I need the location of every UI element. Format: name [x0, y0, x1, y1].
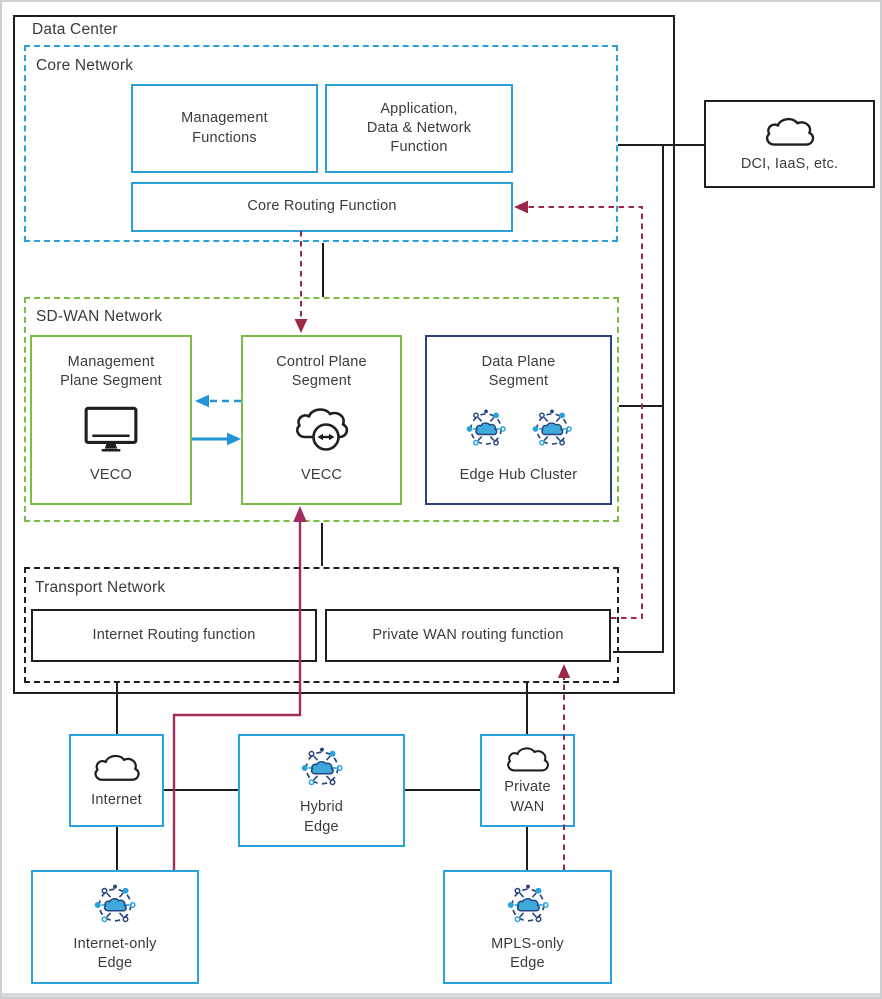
application-data-network-function-box: Application, Data & Network Function	[325, 84, 513, 173]
edge-hub-icon-row	[463, 406, 575, 452]
internet-only-edge-box: Internet-only Edge	[31, 870, 199, 984]
dci-iaas-box: DCI, IaaS, etc.	[704, 100, 875, 188]
internet-only-edge-label: Internet-only Edge	[73, 935, 157, 971]
application-function-label: Application, Data & Network Function	[366, 100, 472, 156]
data-center-group-box	[13, 15, 675, 694]
core-routing-function-box: Core Routing Function	[131, 182, 513, 232]
core-network-group-box	[24, 45, 618, 242]
transport-network-label: Transport Network	[35, 579, 166, 596]
mpls-only-edge-label: MPLS-only Edge	[491, 935, 564, 971]
edge-hub-icon	[298, 744, 346, 792]
cloud-icon	[504, 744, 552, 776]
internet-routing-function-label: Internet Routing function	[92, 626, 256, 643]
private-wan-routing-function-label: Private WAN routing function	[372, 626, 564, 643]
edge-hub-icon	[463, 406, 509, 452]
hybrid-edge-box: Hybrid Edge	[238, 734, 405, 847]
private-wan-box: Private WAN	[480, 734, 575, 827]
data-plane-segment-box: Data Plane Segment Edge Hub Cluster	[425, 335, 612, 505]
private-wan-label: Private WAN	[504, 779, 551, 815]
control-plane-title: Control Plane Segment	[276, 354, 367, 390]
edge-hub-icon	[529, 406, 575, 452]
management-plane-segment-box: Management Plane Segment VECO	[30, 335, 192, 505]
mpls-only-edge-box: MPLS-only Edge	[443, 870, 612, 984]
internet-routing-function-box: Internet Routing function	[31, 609, 317, 662]
management-functions-label: Management Functions	[181, 110, 268, 146]
core-network-label: Core Network	[36, 57, 134, 74]
vecc-label: VECC	[300, 466, 343, 483]
core-routing-function-label: Core Routing Function	[247, 198, 397, 215]
management-functions-box: Management Functions	[131, 84, 318, 173]
veco-label: VECO	[90, 466, 132, 483]
sdwan-network-label: SD-WAN Network	[36, 308, 163, 325]
window-edge-strip	[2, 993, 880, 997]
edge-hub-icon	[91, 881, 139, 929]
cloud-bidirectional-arrows-icon	[292, 404, 352, 454]
cloud-icon	[762, 114, 818, 151]
data-center-label: Data Center	[32, 21, 118, 38]
dci-iaas-label: DCI, IaaS, etc.	[740, 155, 839, 172]
monitor-icon	[82, 405, 140, 453]
control-plane-segment-box: Control Plane Segment VECC	[241, 335, 402, 505]
private-wan-routing-function-box: Private WAN routing function	[325, 609, 611, 662]
internet-label: Internet	[91, 791, 142, 808]
hybrid-edge-label: Hybrid Edge	[299, 799, 344, 835]
internet-box: Internet	[69, 734, 164, 827]
edge-hub-icon	[504, 881, 552, 929]
edge-hub-cluster-label: Edge Hub Cluster	[459, 466, 578, 483]
data-plane-title: Data Plane Segment	[481, 354, 556, 390]
cloud-icon	[91, 751, 143, 786]
management-plane-title: Management Plane Segment	[60, 354, 162, 390]
